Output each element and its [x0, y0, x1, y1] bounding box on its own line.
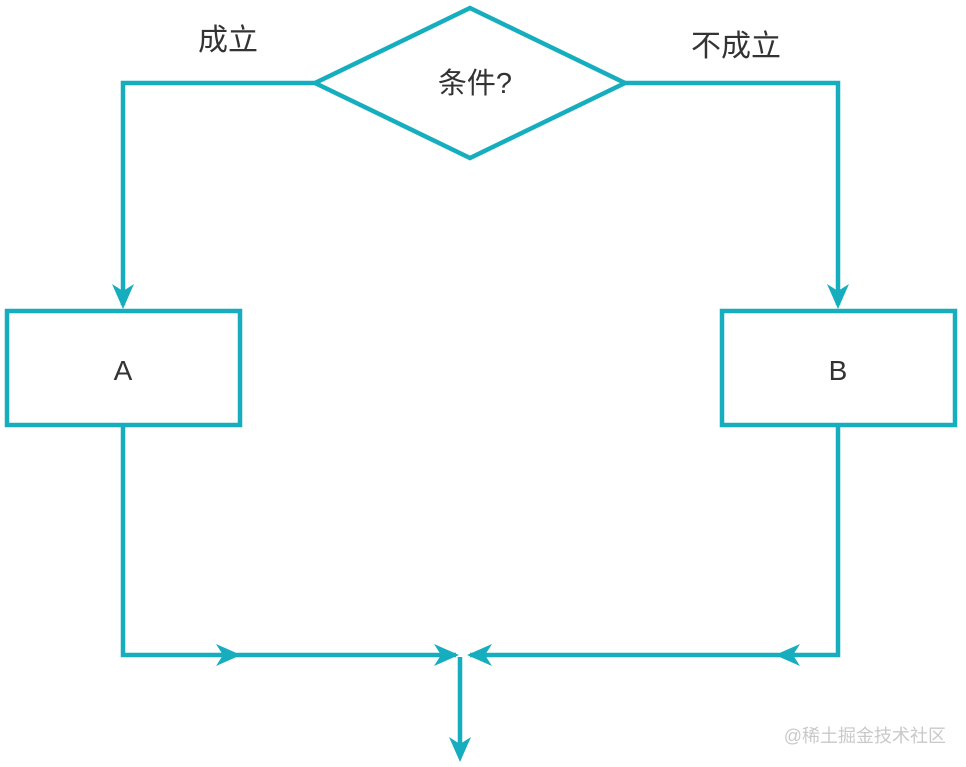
arrow-down-exit-icon: [449, 737, 471, 762]
process-b-label: B: [829, 355, 848, 386]
arrow-right-at-merge-icon: [434, 644, 459, 666]
edge-b-to-merge: [470, 425, 841, 658]
edge-a-to-merge: [120, 425, 456, 658]
false-branch-label: 不成立: [691, 30, 781, 63]
edge-condition-to-a: [120, 80, 315, 305]
process-b-box: [719, 308, 958, 428]
watermark: @稀土掘金技术社区: [784, 726, 946, 746]
arrow-left-at-merge-icon: [467, 644, 492, 666]
process-a-label: A: [114, 355, 133, 386]
arrow-right-mid-icon: [216, 644, 241, 666]
condition-label: 条件?: [438, 67, 512, 100]
true-branch-label: 成立: [198, 24, 258, 57]
process-a-box: [4, 308, 243, 428]
condition-diamond: [309, 5, 631, 161]
arrow-down-into-b-icon: [827, 284, 849, 309]
edge-condition-to-b: [625, 80, 841, 305]
arrow-down-into-a-icon: [112, 284, 134, 309]
arrow-left-mid-icon: [775, 644, 800, 666]
